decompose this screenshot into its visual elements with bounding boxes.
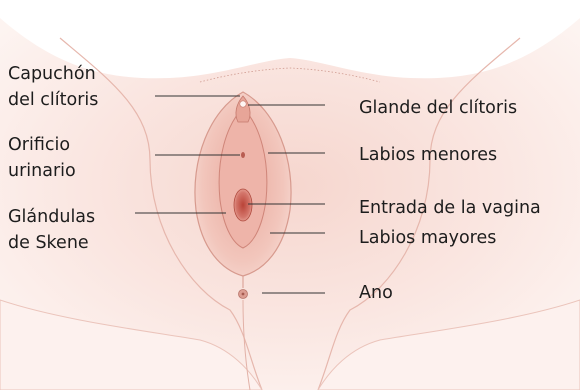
label-skene-glands-line1: Glándulas bbox=[8, 207, 96, 227]
gluteal-cleft bbox=[242, 299, 251, 390]
label-vaginal-entrance: Entrada de la vagina bbox=[359, 198, 541, 218]
label-urethral-opening-line2: urinario bbox=[8, 161, 76, 181]
labia-minora bbox=[218, 107, 268, 249]
right-thigh-fold bbox=[317, 37, 521, 390]
label-urethral-opening: Orificio urinario bbox=[8, 132, 76, 184]
left-buttock bbox=[0, 299, 263, 390]
label-skene-glands-line2: de Skene bbox=[8, 233, 89, 253]
vaginal-opening bbox=[233, 188, 253, 222]
urethral-opening bbox=[241, 152, 245, 158]
mons-hair bbox=[199, 67, 381, 83]
clitoral-glans bbox=[239, 100, 247, 108]
label-labia-majora: Labios mayores bbox=[359, 228, 497, 248]
label-clitoral-glans: Glande del clítoris bbox=[359, 98, 518, 118]
clitoral-hood bbox=[235, 95, 251, 123]
label-anus: Ano bbox=[359, 283, 393, 303]
label-clitoral-hood-line1: Capuchón bbox=[8, 64, 96, 84]
label-clitoral-hood: Capuchón del clítoris bbox=[8, 61, 98, 113]
leader-lines bbox=[135, 95, 325, 294]
label-labia-minora: Labios menores bbox=[359, 145, 498, 165]
right-buttock bbox=[317, 299, 580, 390]
label-urethral-opening-line1: Orificio bbox=[8, 135, 71, 155]
label-clitoral-hood-line2: del clítoris bbox=[8, 90, 99, 110]
label-skene-glands: Glándulas de Skene bbox=[8, 204, 95, 256]
